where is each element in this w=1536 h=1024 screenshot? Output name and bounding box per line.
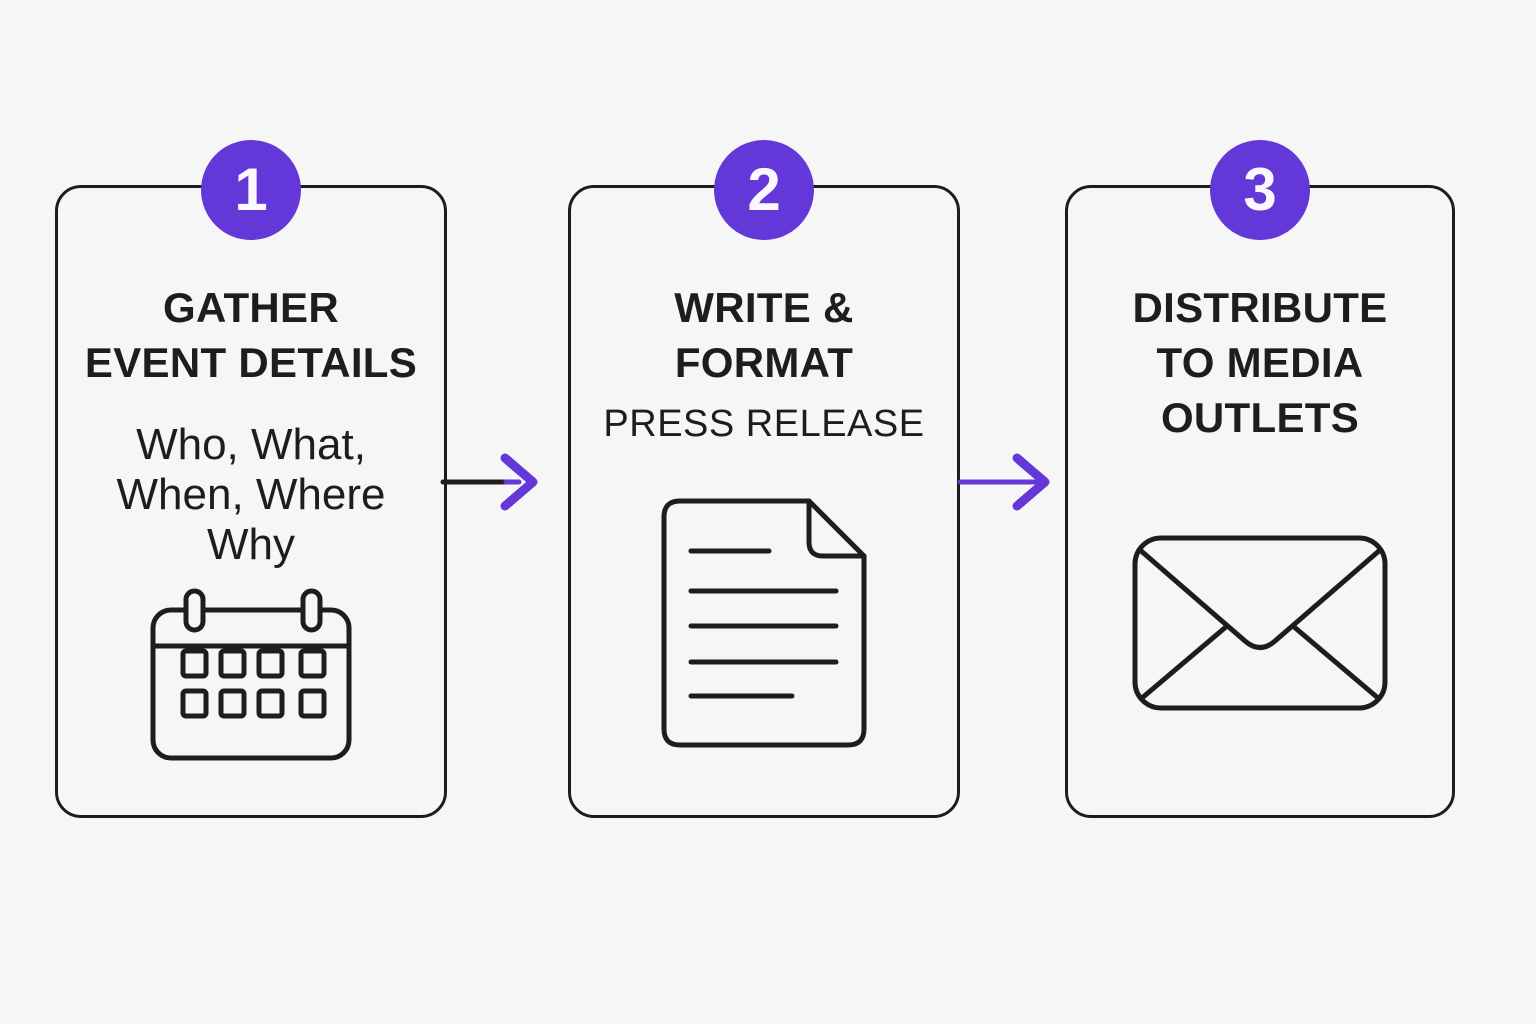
step-1-number-badge: 1 <box>201 140 301 240</box>
step-1-number: 1 <box>234 156 268 223</box>
flow-arrow-2-icon <box>957 453 1050 511</box>
step-3-number: 3 <box>1243 156 1277 223</box>
step-3-number-badge: 3 <box>1210 140 1310 240</box>
step-2-subtitle: PRESS RELEASE <box>603 403 925 445</box>
step-2-number: 2 <box>747 156 781 223</box>
step-1-title: GATHER EVENT DETAILS <box>84 284 418 386</box>
step-2-title: WRITE & FORMAT <box>674 284 854 386</box>
step-3-title: DISTRIBUTE TO MEDIA OUTLETS <box>1132 284 1388 441</box>
step-2-number-badge: 2 <box>714 140 814 240</box>
step-card-3: 3 DISTRIBUTE TO MEDIA OUTLETS <box>1065 140 1455 818</box>
flow-arrow-1-icon <box>440 453 538 511</box>
envelope-icon <box>1132 535 1388 711</box>
step-card-2: 2 WRITE & FORMAT PRESS RELEASE <box>568 140 960 818</box>
document-icon <box>661 498 867 748</box>
calendar-icon <box>150 588 352 761</box>
step-card-1: 1 GATHER EVENT DETAILS Who, What, When, … <box>55 140 447 818</box>
step-1-subtitle: Who, What, When, Where Why <box>116 420 386 569</box>
